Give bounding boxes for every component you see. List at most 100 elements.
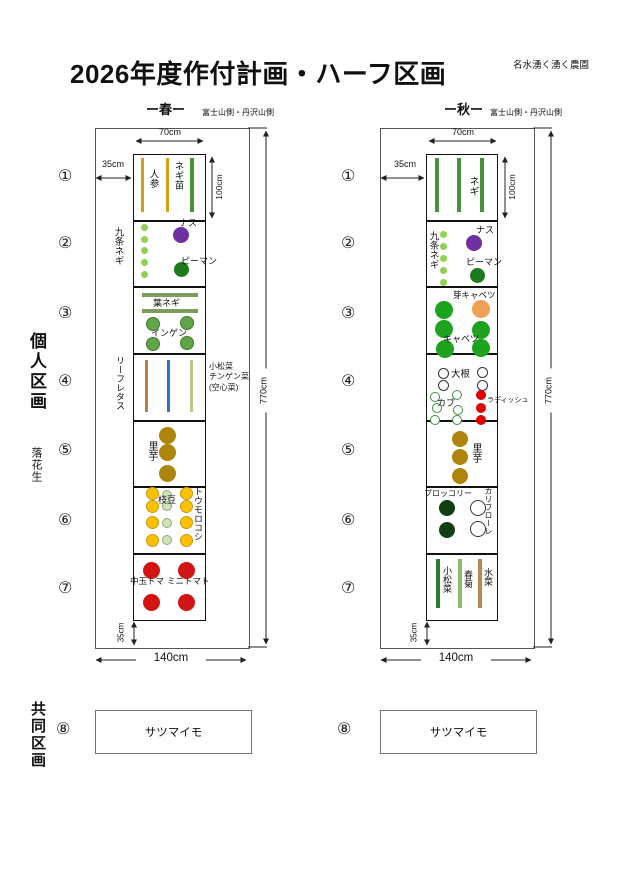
- taro-plant: [158, 426, 176, 444]
- taro-plant: [452, 431, 468, 447]
- turnip-plant: [430, 415, 440, 425]
- turnip-plant: [432, 403, 442, 413]
- daikon-plant: [437, 379, 449, 391]
- negi-seedling-label: ネギ苗: [172, 161, 184, 190]
- eggplant-plant: [466, 235, 482, 251]
- season-label-spring: ー春ー: [146, 102, 186, 117]
- taro-plant: [158, 464, 176, 482]
- row-number-3-autumn: ③: [341, 305, 356, 322]
- sweet-potato-label: サツマイモ: [144, 727, 203, 739]
- kujo-negi-plant: [140, 270, 148, 278]
- season-label-autumn: ー秋ー: [444, 102, 484, 117]
- corn-plant: [145, 515, 159, 529]
- leaf-negi-label: 葉ネギ: [153, 298, 181, 308]
- mizuna-label: 水菜: [483, 568, 493, 586]
- turnip-plant: [453, 405, 463, 415]
- tomato-plant: [142, 561, 160, 579]
- cabbage-plant: [436, 340, 454, 358]
- turnip-plant: [430, 392, 440, 402]
- kujo-negi-label: 九条ネギ: [427, 231, 439, 269]
- green-bean-label: インゲン: [151, 328, 188, 338]
- row-number-4-spring: ④: [58, 373, 73, 390]
- cabbage-plant: [435, 301, 453, 319]
- greens-row: [145, 360, 148, 412]
- cauliflower-label: カリフローレ: [484, 487, 493, 535]
- kujo-negi-plant: [140, 235, 148, 243]
- leaf-negi-row: [142, 293, 198, 297]
- cauliflower-plant: [470, 521, 486, 537]
- radish-plant: [476, 390, 486, 400]
- row-number-6-autumn: ⑥: [341, 512, 356, 529]
- taro-plant: [452, 468, 468, 484]
- cabbage-plant: [472, 321, 490, 339]
- dim-width-70-autumn: 70cm: [451, 127, 474, 137]
- radish-label: ラディッシュ: [487, 397, 529, 404]
- negi-row: [435, 158, 439, 212]
- corn-plant: [179, 515, 193, 529]
- row-number-6-spring: ⑥: [58, 512, 73, 529]
- cabbage-plant: [472, 339, 490, 357]
- komatsuna-label: 小松菜: [442, 566, 452, 593]
- eggplant-label: ナス: [476, 225, 495, 235]
- kujo-negi-plant: [439, 278, 447, 286]
- turnip-plant: [452, 415, 462, 425]
- eggplant-plant: [173, 227, 189, 243]
- taro-plant: [452, 449, 468, 465]
- orientation-note-autumn: 富士山側・丹沢山側: [490, 108, 562, 117]
- broccoli-plant: [439, 522, 455, 538]
- corn-plant: [179, 499, 193, 513]
- taro-label: 里芋: [146, 441, 157, 461]
- greens-row: [167, 360, 170, 412]
- negi-label: ネギ: [467, 176, 478, 196]
- carrot-label: 人参: [147, 169, 159, 188]
- farm-name: 名水湧く湧く農園: [513, 60, 590, 71]
- cabbage-plant: [435, 320, 453, 338]
- daikon-label: 大根: [451, 369, 471, 380]
- kujo-negi-plant: [439, 242, 447, 250]
- shungiku-label: 春菊: [463, 570, 473, 588]
- taro-plant: [158, 443, 176, 461]
- green-bean-plant: [180, 336, 194, 350]
- negi-row: [480, 158, 484, 212]
- daikon-plant: [437, 367, 449, 379]
- shared-plot-box-autumn: サツマイモ: [380, 710, 537, 754]
- dim-width-35-autumn: 35cm: [393, 159, 416, 169]
- kujo-negi-plant: [140, 246, 148, 254]
- mizuna-row: [478, 559, 482, 608]
- corn-plant: [145, 486, 159, 500]
- medium-tomato-label: 中玉トマ: [130, 576, 165, 586]
- daikon-plant: [476, 366, 488, 378]
- shungiku-row: [458, 559, 462, 608]
- plot-box: [133, 154, 206, 221]
- daikon-plant: [476, 379, 488, 391]
- leaf-negi-row: [142, 309, 198, 313]
- outer-plot-frame: [95, 128, 250, 649]
- radish-plant: [476, 403, 486, 413]
- row-number-5-autumn: ⑤: [341, 442, 356, 459]
- green-bean-plant: [146, 337, 160, 351]
- kujo-negi-plant: [140, 223, 148, 231]
- eggplant-label: ナス: [179, 218, 198, 228]
- outer-plot-frame: [380, 128, 535, 649]
- edamame-plant: [162, 490, 172, 500]
- kujo-negi-plant: [140, 258, 148, 266]
- shared-plot-box-spring: サツマイモ: [95, 710, 252, 754]
- page-title: 2026年度作付計画・ハーフ区画: [70, 59, 447, 89]
- plot-box: [133, 554, 206, 621]
- row-number-7-spring: ⑦: [58, 580, 73, 597]
- row-number-8-autumn: ⑧: [337, 721, 352, 738]
- tomato-plant: [142, 593, 160, 611]
- negi-seedling-row: [190, 158, 194, 212]
- row-number-1-spring: ①: [58, 168, 73, 185]
- row-number-2-autumn: ②: [341, 235, 356, 252]
- individual-section-label: 個人区画: [27, 332, 46, 412]
- kujo-negi-plant: [439, 254, 447, 262]
- row-number-8-spring: ⑧: [56, 721, 71, 738]
- plot-box: [426, 487, 498, 554]
- broccoli-plant: [439, 500, 455, 516]
- pepper-label: ピーマン: [181, 256, 218, 266]
- green-bean-plant: [146, 317, 160, 331]
- corn-plant: [179, 533, 193, 547]
- edamame-label: 枝豆: [158, 495, 177, 505]
- shared-section-label: 共同区画: [29, 701, 46, 769]
